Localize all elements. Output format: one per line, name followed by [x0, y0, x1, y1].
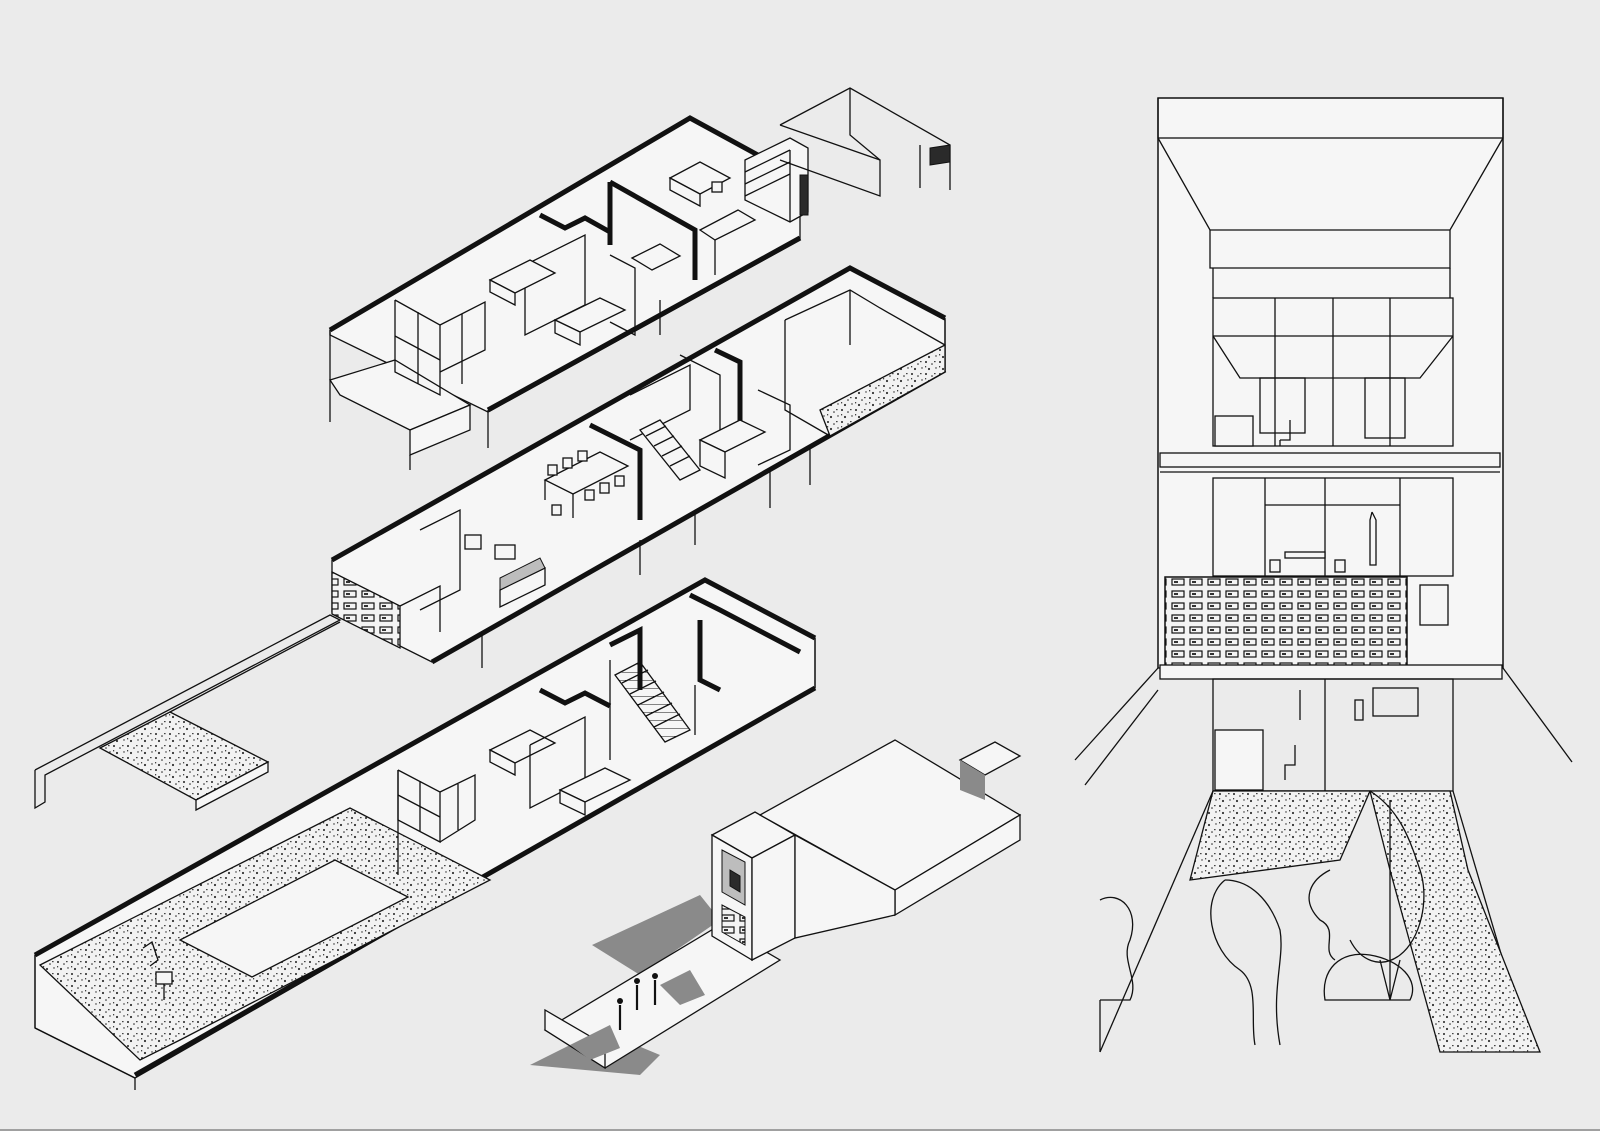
massing-axonometric [530, 739, 1022, 1075]
upper-window-grid [394, 299, 486, 397]
chair-icon [142, 940, 173, 1000]
stair-icon [638, 419, 702, 481]
entry-slab [34, 614, 342, 812]
kitchen-counter [698, 419, 767, 480]
chair-icon [464, 534, 516, 560]
roof-gable [779, 87, 951, 197]
stair-icon [630, 243, 682, 271]
brick-screen [331, 570, 401, 650]
chair-icon [711, 181, 723, 193]
person-icon [1369, 511, 1377, 566]
table-icon [1214, 415, 1254, 447]
bed-icon [488, 259, 557, 307]
shelf-icon [744, 137, 809, 223]
tree-icon [1099, 790, 1425, 1046]
chair-icon [1279, 420, 1291, 446]
table-icon [1269, 551, 1346, 573]
stair-icon [614, 661, 691, 743]
bed-icon [553, 297, 627, 347]
bed-icon [488, 729, 557, 777]
upper-floor [328, 87, 951, 470]
bed-icon [558, 767, 632, 817]
sofa-icon [499, 557, 546, 609]
chair-icon [1284, 690, 1301, 780]
brick-screen [1164, 576, 1408, 673]
middle-floor [330, 265, 947, 668]
ground-floor [33, 577, 817, 1090]
chair-icon [547, 450, 625, 516]
perspective-section [1074, 97, 1573, 1053]
person-icon [617, 973, 658, 1030]
